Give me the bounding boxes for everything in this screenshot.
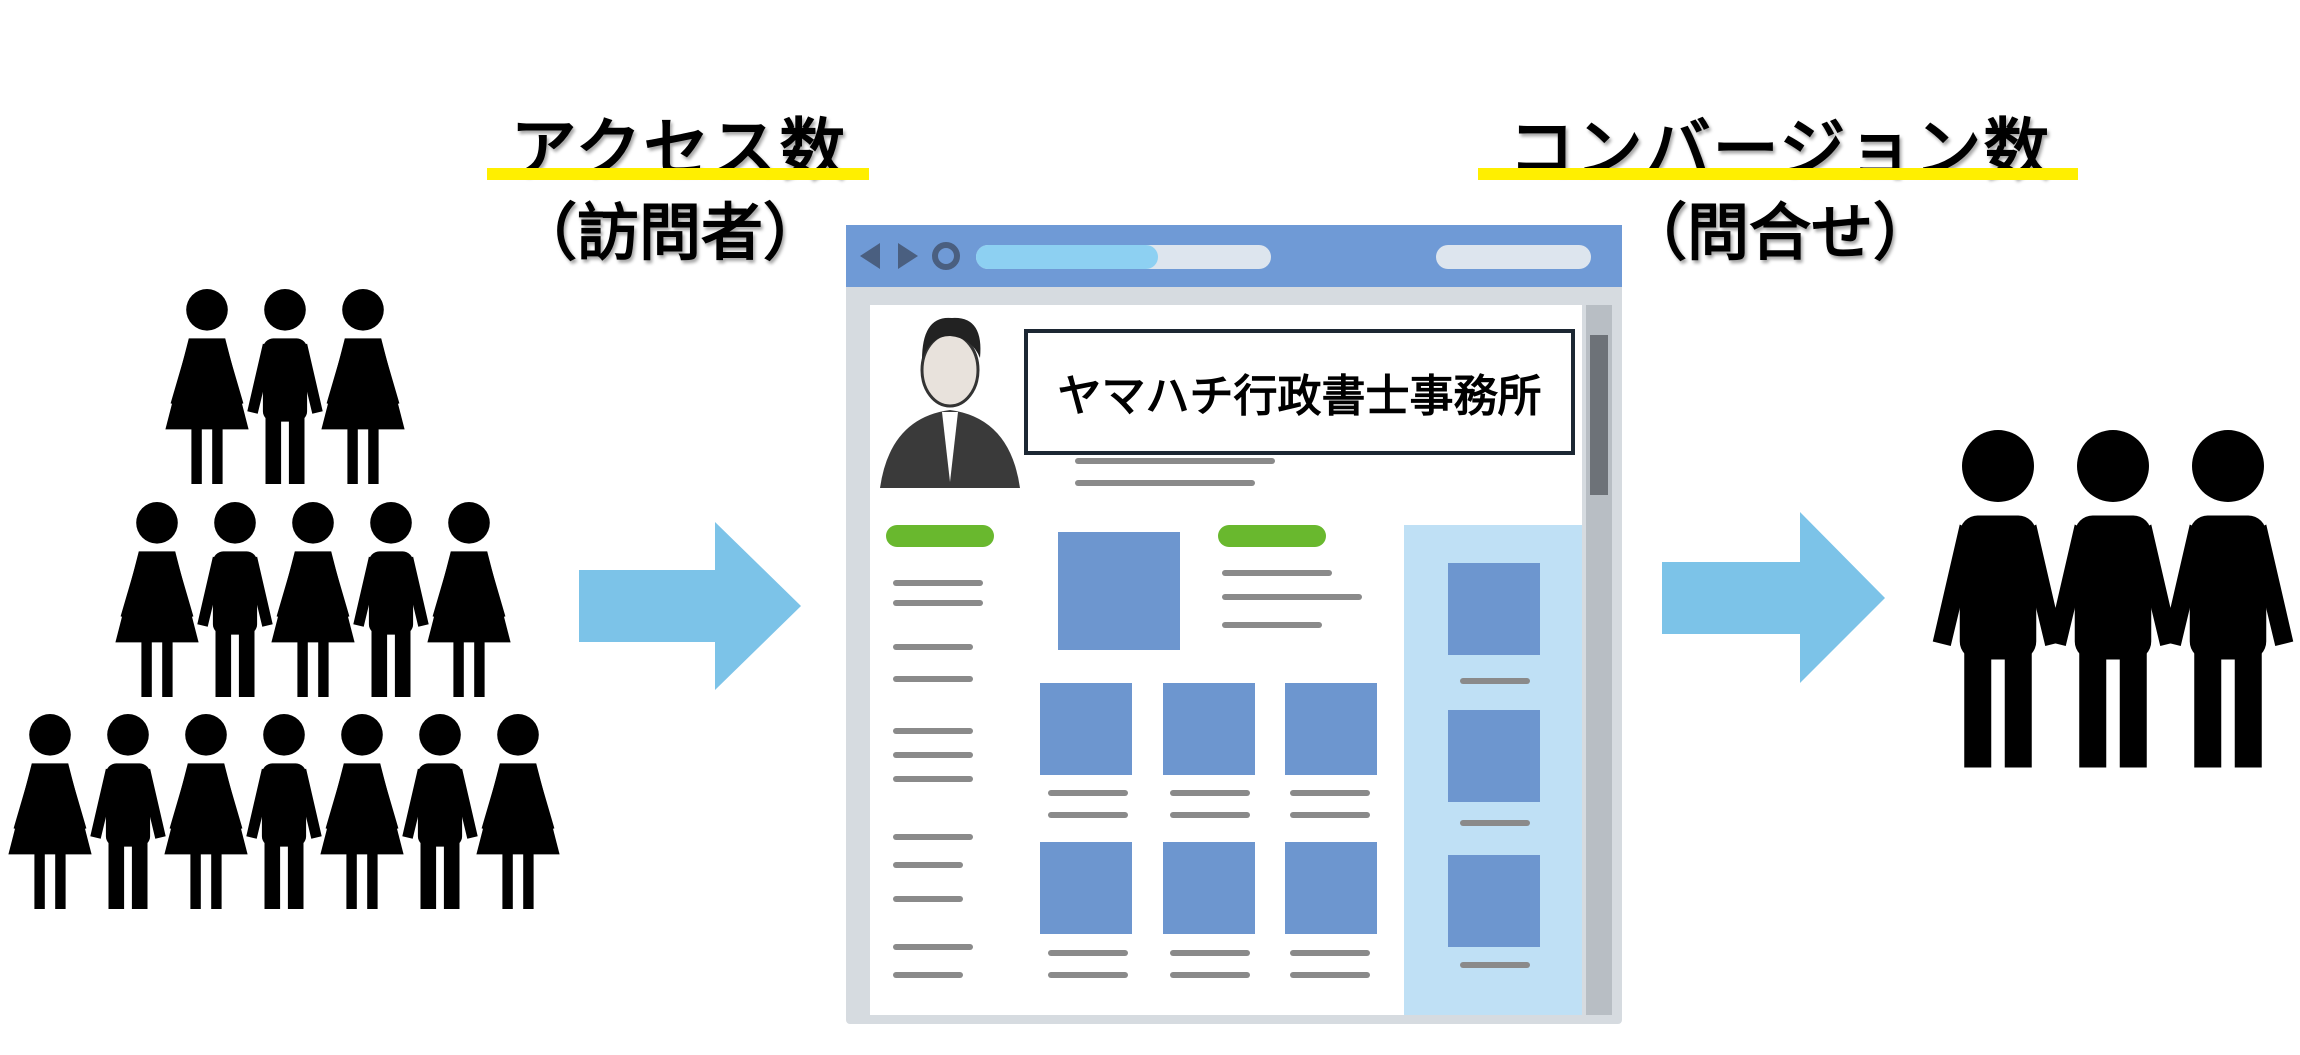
visitor-person xyxy=(8,714,92,909)
sidebar-image-block xyxy=(1448,710,1540,802)
placeholder-text-line xyxy=(1170,972,1250,978)
person-head xyxy=(342,289,384,331)
browser-toolbar xyxy=(846,225,1622,287)
placeholder-text-line xyxy=(1170,950,1250,956)
visitor-person xyxy=(246,714,322,909)
conversion-count-highlight xyxy=(1478,168,2078,180)
portrait-avatar xyxy=(880,317,1020,488)
visitor-person xyxy=(90,714,166,909)
person-head xyxy=(497,714,539,756)
placeholder-text-line xyxy=(1048,950,1128,956)
person-head xyxy=(136,502,178,544)
placeholder-text-line xyxy=(893,776,973,782)
placeholder-text-line xyxy=(893,944,973,950)
content-image-block xyxy=(1040,842,1132,934)
person-head xyxy=(185,714,227,756)
office-name-header: ヤマハチ行政書士事務所 xyxy=(1024,329,1575,455)
placeholder-text-line xyxy=(893,862,963,868)
placeholder-text-line xyxy=(1048,972,1128,978)
converted-person xyxy=(1932,430,2064,768)
placeholder-text-line xyxy=(1222,594,1362,600)
placeholder-text-line xyxy=(893,580,983,586)
placeholder-text-line xyxy=(1075,480,1255,486)
office-name: ヤマハチ行政書士事務所 xyxy=(1057,371,1542,422)
person-head xyxy=(292,502,334,544)
placeholder-text-line xyxy=(893,600,983,606)
placeholder-text-line xyxy=(893,834,973,840)
person-head xyxy=(2077,430,2149,502)
scrollbar-thumb[interactable] xyxy=(1590,335,1608,495)
reload-icon xyxy=(932,242,960,270)
content-image-block xyxy=(1058,532,1180,650)
address-bar-progress xyxy=(976,245,1158,269)
person-head xyxy=(264,289,306,331)
green-heading xyxy=(886,525,994,547)
content-image-block xyxy=(1285,842,1377,934)
visitor-person xyxy=(321,289,405,484)
placeholder-text-line xyxy=(893,676,973,682)
person-head xyxy=(419,714,461,756)
sidebar-image-block xyxy=(1448,563,1540,655)
visitor-person xyxy=(402,714,478,909)
converted-person xyxy=(2162,430,2294,768)
sidebar-image-block xyxy=(1448,855,1540,947)
person-head xyxy=(29,714,71,756)
inquiries-subtitle: （問合せ） xyxy=(1624,196,1935,269)
placeholder-text-line xyxy=(1290,790,1370,796)
arrow-to-conversion xyxy=(1662,512,1885,683)
green-heading xyxy=(1218,525,1326,547)
placeholder-text-line xyxy=(1075,458,1275,464)
visitor-person xyxy=(271,502,355,697)
placeholder-text-line xyxy=(893,728,973,734)
placeholder-text-line xyxy=(893,896,963,902)
content-image-block xyxy=(1163,683,1255,775)
person-head xyxy=(107,714,149,756)
placeholder-text-line xyxy=(1170,790,1250,796)
placeholder-text-line xyxy=(1290,972,1370,978)
person-head xyxy=(1962,430,2034,502)
placeholder-text-line xyxy=(1222,570,1332,576)
person-head xyxy=(341,714,383,756)
visitor-person xyxy=(476,714,560,909)
placeholder-text-line xyxy=(1460,820,1530,826)
access-count-highlight xyxy=(487,168,869,180)
visitor-person xyxy=(427,502,511,697)
arrow-to-website xyxy=(579,522,801,690)
forward-icon xyxy=(898,243,918,269)
person-head xyxy=(263,714,305,756)
visitor-person xyxy=(115,502,199,697)
person-head xyxy=(2192,430,2264,502)
placeholder-text-line xyxy=(1290,812,1370,818)
placeholder-text-line xyxy=(893,752,973,758)
visitor-person xyxy=(165,289,249,484)
search-bar xyxy=(1436,245,1591,269)
placeholder-text-line xyxy=(1222,622,1322,628)
back-icon xyxy=(860,243,880,269)
placeholder-text-line xyxy=(1290,950,1370,956)
person-head xyxy=(370,502,412,544)
visitors-subtitle: （訪問者） xyxy=(514,196,825,269)
visitor-person xyxy=(164,714,248,909)
content-image-block xyxy=(1040,683,1132,775)
visitor-person xyxy=(197,502,273,697)
person-head xyxy=(448,502,490,544)
content-image-block xyxy=(1163,842,1255,934)
converted-person xyxy=(2047,430,2179,768)
placeholder-text-line xyxy=(1460,678,1530,684)
placeholder-text-line xyxy=(1170,812,1250,818)
placeholder-text-line xyxy=(893,644,973,650)
content-image-block xyxy=(1285,683,1377,775)
person-head xyxy=(186,289,228,331)
placeholder-text-line xyxy=(893,972,963,978)
visitor-person xyxy=(247,289,323,484)
placeholder-text-line xyxy=(1048,790,1128,796)
visitor-person xyxy=(353,502,429,697)
visitor-person xyxy=(320,714,404,909)
placeholder-text-line xyxy=(1048,812,1128,818)
placeholder-text-line xyxy=(1460,962,1530,968)
person-head xyxy=(214,502,256,544)
